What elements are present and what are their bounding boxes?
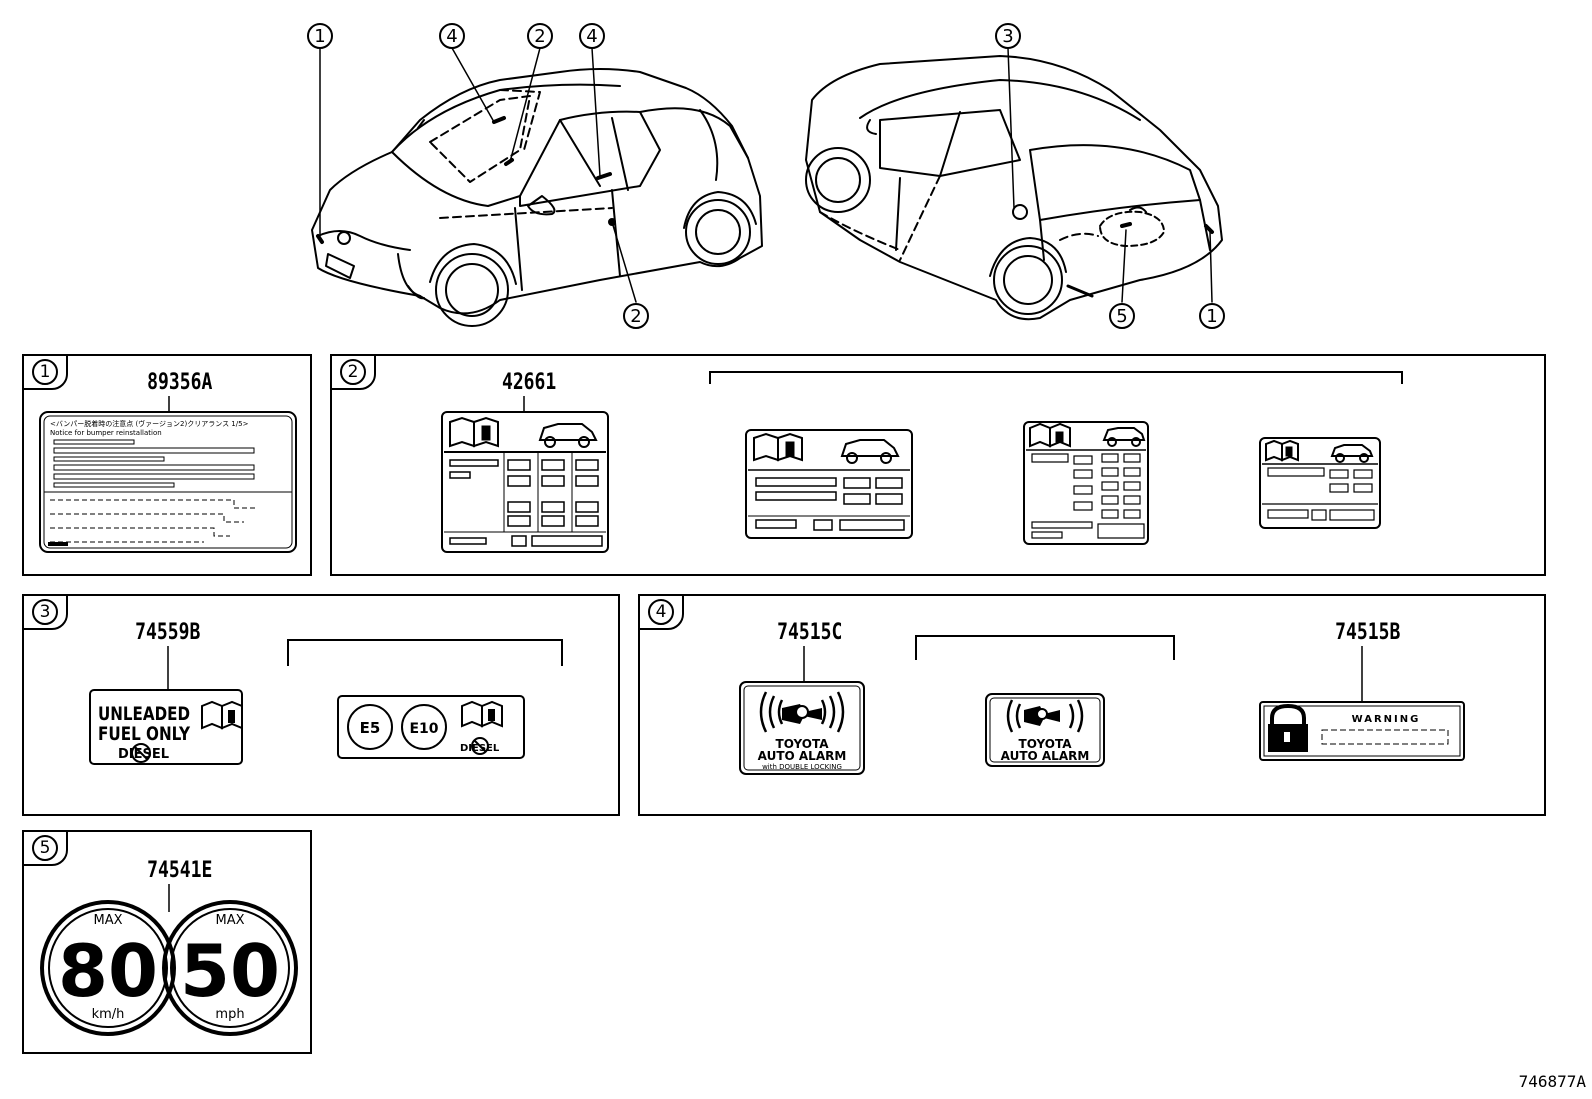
svg-text:4: 4 [446,26,457,47]
callout-2-lower: 2 [623,303,649,329]
svg-text:km/h: km/h [92,1007,125,1022]
alarm-label-standard: TOYOTA AUTO ALARM [985,693,1105,767]
svg-text:DIESEL: DIESEL [460,743,500,754]
callout-1-rear: 1 [1199,303,1225,329]
speed-limit-drawing: MAX 80 km/h MAX 50 mph [40,884,298,1036]
e5-e10-label: E5 E10 DIESEL [347,700,503,755]
svg-text:5: 5 [1116,306,1127,327]
part-number: 74515C [777,620,843,645]
callout-4-windshield: 4 [439,23,465,49]
svg-text:AUTO ALARM: AUTO ALARM [758,749,847,763]
svg-text:E5: E5 [360,719,381,737]
panel-number: 5 [32,835,58,861]
svg-text:with DOUBLE LOCKING: with DOUBLE LOCKING [762,763,842,771]
callout-4-door: 4 [579,23,605,49]
panel-tire-pressure-label: 2 42661 [330,354,1546,576]
fuel-label-drawings: UNLEADED FUEL ONLY DIESEL E5 [89,639,563,765]
part-number: 74515B [1335,620,1401,645]
figure-id: 746877A [1518,1072,1586,1091]
callout-2-upper: 2 [527,23,553,49]
svg-text:FUEL ONLY: FUEL ONLY [98,723,190,745]
bumper-label-drawing: <バンパー脱着時の注意点 (ヴァージョン2)クリアランス 1/5> Notice… [39,396,297,553]
svg-text:50: 50 [180,929,280,1013]
tire-label-c [1023,421,1149,545]
svg-text:WARNING: WARNING [1352,714,1421,725]
tire-label-a [441,411,609,553]
svg-text:80: 80 [58,929,158,1013]
svg-text:MAX: MAX [93,913,122,928]
leader-lines [319,47,1213,303]
svg-text:2: 2 [534,26,545,47]
manual-icon [461,700,483,728]
svg-text:4: 4 [586,26,597,47]
speed-disc-mph: MAX 50 mph [162,900,298,1036]
panel-fuel-label: 3 74559B UNLEADED FUEL ONLY DIESEL [22,594,620,816]
speed-disc-kmh: MAX 80 km/h [40,900,176,1036]
panel-number: 1 [32,359,58,385]
callout-3-fuel: 3 [995,23,1021,49]
alarm-label-double-locking: TOYOTA AUTO ALARM with DOUBLE LOCKING [739,681,865,775]
panel-number: 4 [648,599,674,625]
part-number: 89356A [147,370,213,395]
svg-text:TOYOTA: TOYOTA [1019,737,1073,751]
warning-lock-label: WARNING [1259,701,1465,761]
svg-text:<バンパー脱着時の注意点 (ヴァージョン2)クリアランス 1: <バンパー脱着時の注意点 (ヴァージョン2)クリアランス 1/5> [50,419,249,428]
svg-text:3: 3 [1002,26,1013,47]
panel-bumper-label: 1 89356A <バンパー脱着時の注意点 (ヴァージョン2)クリアランス 1/… [22,354,312,576]
car-illustrations: 1 4 2 4 2 3 5 1 [307,23,1225,329]
svg-text:TOYOTA: TOYOTA [776,737,830,751]
callout-1-front: 1 [307,23,333,49]
tire-label-b [745,429,913,539]
svg-text:MAX: MAX [215,913,244,928]
car-front-view [311,68,763,327]
part-number: 74541E [147,858,213,883]
panel-alarm-label: 4 74515C 74515B TOYOTA AUTO ALARM with D… [638,594,1546,816]
panel-speed-label: 5 74541E MAX 80 km/h MAX 50 mph [22,830,312,1054]
svg-text:AUTO ALARM: AUTO ALARM [1001,749,1090,763]
part-number: 42661 [501,370,557,395]
panel-number: 2 [340,359,366,385]
padlock-icon [1270,703,1306,726]
part-number: 74559B [135,620,201,645]
unleaded-label: UNLEADED FUEL ONLY DIESEL [98,700,243,763]
svg-text:E10: E10 [409,721,438,737]
callouts: 1 4 2 4 2 3 5 1 [307,23,1225,329]
car-rear-view [805,55,1223,321]
svg-text:2: 2 [630,306,641,327]
svg-text:1: 1 [314,26,325,47]
svg-text:mph: mph [215,1007,244,1022]
panel-number: 3 [32,599,58,625]
svg-text:1: 1 [1206,306,1217,327]
manual-icon [201,700,223,730]
callout-5-spare: 5 [1109,303,1135,329]
alarm-label-drawings: TOYOTA AUTO ALARM with DOUBLE LOCKING TO… [739,635,1465,775]
svg-text:Notice for bumper reinstallati: Notice for bumper reinstallation [50,429,162,437]
tire-label-drawings [441,371,1403,553]
tire-label-d [1259,437,1381,529]
svg-text:UNLEADED: UNLEADED [98,703,190,725]
